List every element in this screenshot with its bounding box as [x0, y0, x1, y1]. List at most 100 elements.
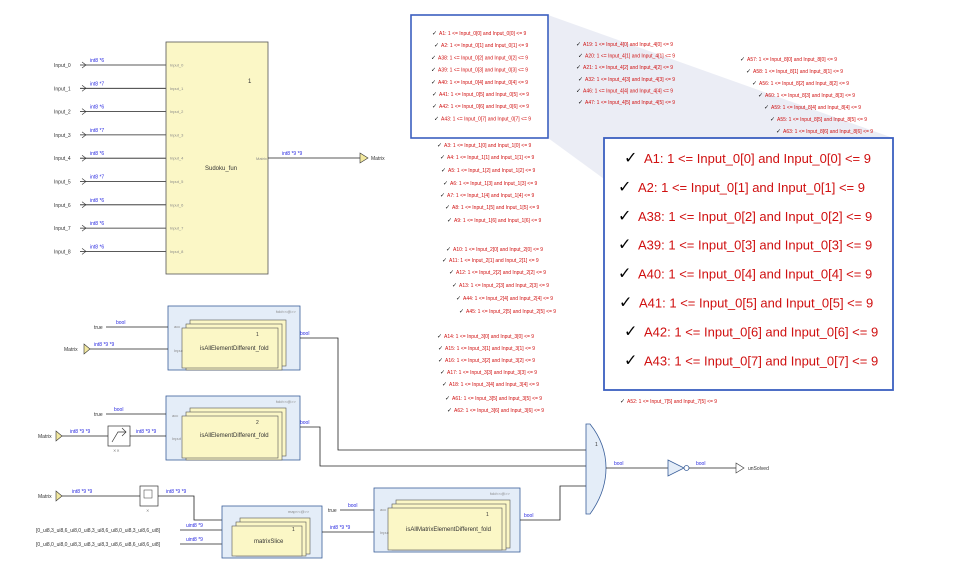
fold3-block[interactable]: fold<<@>> 1 isAllMatrixElementDifferent_…	[373, 487, 521, 553]
check-icon: ✓	[456, 295, 461, 302]
check-icon: ✓	[446, 246, 451, 253]
requirement-zoom-item: ✓A41: 1 <= Input_0[5] and Input_0[5] <= …	[619, 293, 873, 312]
check-icon: ✓	[758, 92, 763, 99]
input-port-marker[interactable]	[81, 108, 87, 115]
check-icon: ✓	[578, 99, 583, 106]
requirement-item: ✓A6: 1 <= Input_1[3] and Input_1[3] <= 9	[443, 180, 538, 187]
input-port-label: Input_4	[54, 156, 71, 162]
fold2-out-wire	[300, 426, 586, 467]
requirement-item: ✓A4: 1 <= Input_1[1] and Input_1[1] <= 9	[440, 154, 535, 161]
check-icon: ✓	[440, 154, 445, 161]
not-out-type: bool	[696, 461, 705, 467]
unsolved-label: unSolved	[748, 466, 769, 472]
check-icon: ✓	[764, 104, 769, 111]
requirement-text: A9: 1 <= Input_1[6] and Input_1[6] <= 9	[454, 218, 542, 224]
requirement-item: ✓A15: 1 <= Input_3[1] and Input_3[1] <= …	[438, 345, 535, 352]
requirement-text: A40: 1 <= Input_0[4] and Input_0[4] <= 9	[638, 267, 872, 282]
sudoku-in-port: Input_2	[170, 109, 184, 114]
requirement-item: ✓A19: 1 <= Input_4[0] and Input_4[0] <= …	[576, 41, 673, 48]
check-icon: ✓	[447, 407, 452, 414]
map-matrix-from-tag[interactable]	[55, 490, 63, 502]
requirement-text: A42: 1 <= Input_0[6] and Input_0[6] <= 9	[439, 104, 529, 110]
check-icon: ✓	[578, 53, 583, 60]
map-block[interactable]: map<<@>> 1 matrixSlice	[221, 505, 323, 559]
map-row2-type: uint8 *9	[186, 537, 203, 543]
matrix-goto-tag[interactable]	[359, 152, 369, 164]
check-icon: ✓	[443, 180, 448, 187]
requirement-zoom-item: ✓ A40: 1 <= Input_0[4] and Input_0[4] <= …	[618, 264, 872, 283]
requirement-text: A58: 1 <= Input_8[1] and Input_8[1] <= 9	[753, 69, 843, 75]
requirement-zoom-item: ✓A39: 1 <= Input_0[3] and Input_0[3] <= …	[618, 235, 872, 254]
requirement-item: ✓A45: 1 <= Input_2[5] and Input_2[5] <= …	[459, 308, 556, 315]
input-port-marker[interactable]	[81, 248, 87, 255]
fold1-matrix-from-tag[interactable]	[83, 343, 91, 355]
map-matrix-type-in: int8 *9 *9	[72, 489, 93, 495]
requirement-item: ✓A62: 1 <= Input_3[6] and Input_3[6] <= …	[447, 407, 544, 414]
fold3-out-type: bool	[524, 513, 533, 519]
fold3-acc-port: acc	[380, 507, 386, 512]
input-wire-type: int8 *6	[90, 151, 104, 157]
requirement-item: ✓A55: 1 <= Input_8[5] and Input_8[5] <= …	[770, 116, 867, 123]
check-icon: ✓	[442, 257, 447, 264]
not-gate[interactable]	[667, 459, 690, 477]
and-gate[interactable]: 1	[585, 423, 607, 515]
requirement-item: ✓A32: 1 <= Input_4[3] and Input_4[3] <= …	[578, 76, 675, 83]
requirement-text: A46: 1 <= Input_4[4] and Input_4[4] <= 9	[583, 88, 673, 94]
unsolved-outport[interactable]	[735, 462, 745, 474]
check-icon: ✓	[624, 148, 637, 167]
check-icon: ✓	[770, 116, 775, 123]
requirement-text: A38: 1 <= Input_0[2] and Input_0[2] <= 9	[438, 55, 528, 61]
transpose-block[interactable]: ✕✕	[107, 425, 131, 453]
input-port-marker[interactable]	[81, 178, 87, 185]
check-icon: ✓	[576, 41, 581, 48]
input-port-marker[interactable]	[81, 131, 87, 139]
requirement-text: A43: 1 <= Input_0[7] and Input_0[7] <= 9	[441, 116, 531, 122]
requirement-item: ✓A58: 1 <= Input_8[1] and Input_8[1] <= …	[746, 68, 843, 75]
requirements-highlight-box[interactable]	[410, 14, 549, 139]
check-icon: ✓	[624, 350, 637, 369]
fold2-matrix-from-tag[interactable]	[55, 430, 63, 442]
fold2-header: fold<<@>>	[276, 399, 297, 404]
requirement-text: A42: 1 <= Input_0[6] and Input_0[6] <= 9	[644, 324, 878, 339]
requirement-text: A38: 1 <= Input_0[2] and Input_0[2] <= 9	[638, 209, 872, 224]
requirement-text: A19: 1 <= Input_4[0] and Input_4[0] <= 9	[583, 42, 673, 48]
requirement-text: A40: 1 <= Input_0[4] and Input_0[4] <= 9	[438, 80, 528, 86]
and-out-type: bool	[614, 461, 623, 467]
fold2-block[interactable]: fold<<@>> 2 isAllElementDifferent_fold a…	[165, 395, 301, 461]
fold1-number: 1	[256, 332, 259, 338]
check-icon: ✓	[438, 345, 443, 352]
input-port-marker[interactable]	[81, 224, 87, 232]
requirements-zoom-list: ✓ A1: 1 <= Input_0[0] and Input_0[0] <= 9…	[618, 148, 878, 369]
fold2-out-type: bool	[300, 420, 309, 426]
input-port-marker[interactable]	[81, 154, 87, 162]
fold1-out-type: bool	[300, 331, 309, 337]
requirement-text: A41: 1 <= Input_0[5] and Input_0[5] <= 9	[439, 92, 529, 98]
input-port-marker[interactable]	[81, 201, 87, 209]
requirement-text: A44: 1 <= Input_2[4] and Input_2[4] <= 9	[463, 296, 553, 302]
fold1-block[interactable]: fold<<@>> 1 isAllElementDifferent_fold a…	[167, 305, 301, 371]
check-icon: ✓	[618, 264, 631, 283]
sudoku-block-number: 1	[248, 79, 252, 85]
fold1-inner-label: isAllElementDifferent_fold	[200, 346, 269, 352]
requirement-text: A60: 1 <= Input_8[3] and Input_8[3] <= 9	[765, 93, 855, 99]
map-header: map<<@>>	[288, 509, 310, 514]
sudoku-in-port: Input_8	[170, 249, 184, 254]
check-icon: ✓	[431, 79, 436, 86]
fold2-matrix-label: Matrix	[38, 434, 52, 440]
requirement-item: ✓A12: 1 <= Input_2[2] and Input_2[2] <= …	[449, 269, 546, 276]
check-icon: ✓	[618, 206, 631, 225]
input-port-marker[interactable]	[81, 61, 87, 69]
requirement-item: ✓A47: 1 <= Input_4[5] and Input_4[5] <= …	[578, 99, 675, 106]
requirement-item: ✓A3: 1 <= Input_1[0] and Input_1[0] <= 9	[437, 142, 532, 149]
requirement-item: ✓A8: 1 <= Input_1[5] and Input_1[5] <= 9	[445, 204, 540, 211]
fold2-matrix-type-out: int8 *9 *9	[136, 429, 157, 435]
input-port-marker[interactable]	[81, 85, 87, 92]
fold3-header: fold<<@>>	[490, 491, 511, 496]
requirement-item: ✓A39: 1 <= Input_0[3] and Input_0[3] <= …	[431, 67, 528, 74]
requirement-item: ✓A7: 1 <= Input_1[4] and Input_1[4] <= 9	[440, 192, 535, 199]
check-icon: ✓	[624, 321, 637, 340]
sudoku-in-port: Input_4	[170, 156, 184, 161]
selector-block[interactable]: ✕	[139, 485, 159, 513]
requirement-text: A1: 1 <= Input_0[0] and Input_0[0] <= 9	[644, 151, 871, 166]
